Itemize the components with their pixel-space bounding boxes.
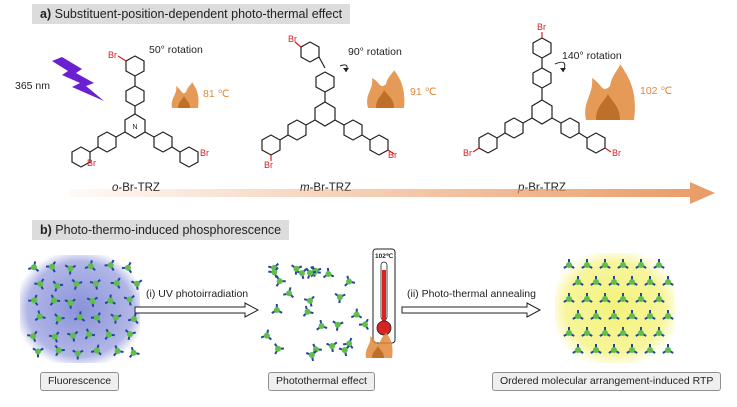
lightning-icon — [52, 57, 104, 101]
compound-prefix-p: p — [518, 182, 525, 194]
uv-photoirradiation-arrow — [134, 302, 260, 318]
step2-label: (ii) Photo-thermal annealing — [407, 288, 536, 300]
temperature-label-m: 91 ℃ — [410, 86, 437, 98]
br-label-o-top: Br — [108, 50, 117, 60]
flame-icon-b — [365, 332, 393, 358]
stage-label-photothermal: Photothermal effect — [268, 372, 375, 391]
panel-a-header: a) Substituent-position-dependent photo-… — [32, 4, 351, 24]
molecule-p-br-trz — [472, 32, 612, 154]
br-label-p-right: Br — [612, 148, 621, 158]
br-label-m-right: Br — [388, 150, 397, 160]
panel-a-title: Substituent-position-dependent photo-the… — [54, 7, 343, 21]
br-label-p-left: Br — [463, 148, 472, 158]
panel-a-letter: a) — [40, 7, 52, 21]
compound-prefix-m: m — [300, 182, 310, 194]
compound-prefix-o: o — [112, 182, 119, 194]
fluorescence-cluster — [20, 255, 143, 363]
ordered-rtp-cluster — [555, 253, 675, 363]
flame-icon-m — [367, 70, 405, 108]
molecule-o-br-trz: N — [71, 55, 199, 168]
photo-thermal-annealing-arrow — [401, 302, 542, 318]
panel-b-header: b) Photo-thermo-induced phosphorescence — [32, 220, 290, 240]
panel-b-title: Photo-thermo-induced phosphorescence — [55, 223, 282, 237]
flame-icon-p — [585, 64, 635, 120]
light-wavelength-label: 365 nm — [15, 80, 51, 92]
trend-gradient-arrow — [70, 182, 715, 204]
br-label-p-top: Br — [537, 22, 546, 32]
br-label-o-left: Br — [87, 158, 96, 168]
temperature-label-p: 102 ℃ — [640, 85, 673, 97]
stage-label-rtp: Ordered molecular arrangement-induced RT… — [492, 372, 722, 391]
rotation-label-m: 90° rotation — [348, 46, 402, 58]
disordered-molecules — [260, 262, 369, 362]
thermometer-icon — [372, 248, 396, 344]
triazine-n-label: N — [132, 124, 137, 131]
stage-label-fluorescence: Fluorescence — [40, 372, 120, 391]
rotation-label-p: 140° rotation — [562, 50, 622, 62]
br-label-o-right: Br — [200, 148, 209, 158]
flame-icon-o — [171, 82, 199, 108]
thermometer-temperature: 102℃ — [375, 253, 394, 260]
temperature-label-o: 81 ℃ — [203, 88, 230, 100]
br-label-m-left: Br — [264, 160, 273, 170]
molecule-m-br-trz — [261, 41, 395, 161]
step1-label: (i) UV photoirradiation — [146, 288, 249, 300]
panel-b-letter: b) — [40, 223, 52, 237]
br-label-m-top: Br — [288, 34, 297, 44]
rotation-label-o: 50° rotation — [149, 44, 203, 56]
